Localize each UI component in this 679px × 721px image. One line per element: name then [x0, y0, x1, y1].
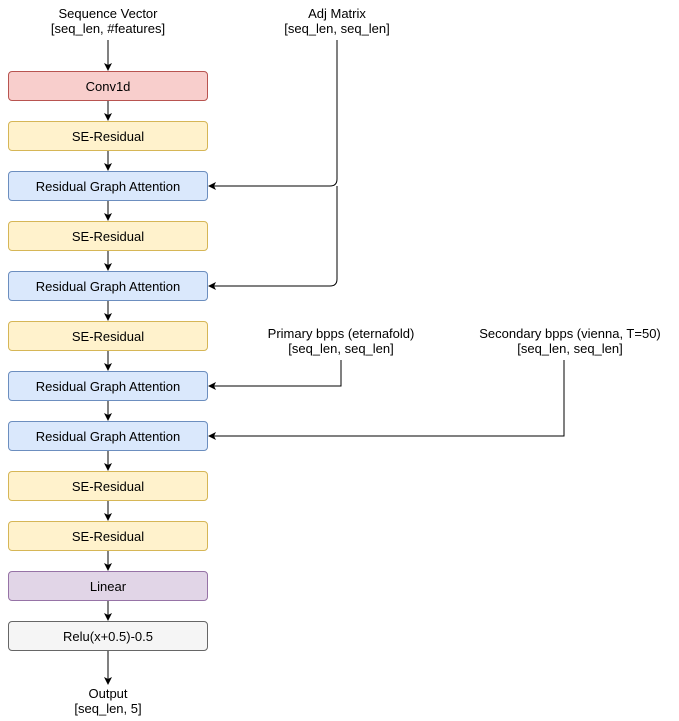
se-residual-block-4: SE-Residual	[8, 471, 208, 501]
relu-shift-block: Relu(x+0.5)-0.5	[8, 621, 208, 651]
adj-matrix-label: Adj Matrix [seq_len, seq_len]	[284, 6, 390, 36]
sequence-vector-name: Sequence Vector	[58, 6, 158, 21]
se-residual-block-2: SE-Residual	[8, 221, 208, 251]
adj-matrix-name: Adj Matrix	[308, 6, 366, 21]
edge-primary-bpps-to-graph-attention-3	[208, 360, 342, 390]
conv1d-block: Conv1d	[8, 71, 208, 101]
edges	[104, 40, 565, 685]
residual-graph-attention-block-3: Residual Graph Attention	[8, 371, 208, 401]
sequence-vector-label: Sequence Vector [seq_len, #features]	[51, 6, 165, 36]
secondary-bpps-name: Secondary bpps (vienna, T=50)	[479, 326, 661, 341]
sequence-vector-shape: [seq_len, #features]	[50, 21, 166, 36]
primary-bpps-shape: [seq_len, seq_len]	[288, 341, 394, 356]
output-name: Output	[88, 686, 128, 701]
primary-bpps-name: Primary bpps (eternafold)	[267, 326, 415, 341]
edge-secondary-bpps-to-graph-attention-4	[208, 360, 565, 440]
se-residual-block-1: SE-Residual	[8, 121, 208, 151]
primary-bpps-label: Primary bpps (eternafold) [seq_len, seq_…	[268, 326, 415, 356]
edge-adj-to-graph-attention-1	[208, 40, 338, 190]
adj-matrix-shape: [seq_len, seq_len]	[284, 21, 390, 36]
se-residual-block-3: SE-Residual	[8, 321, 208, 351]
residual-graph-attention-block-1: Residual Graph Attention	[8, 171, 208, 201]
residual-graph-attention-block-2: Residual Graph Attention	[8, 271, 208, 301]
secondary-bpps-shape: [seq_len, seq_len]	[517, 341, 623, 356]
se-residual-block-5: SE-Residual	[8, 521, 208, 551]
edge-adj-to-graph-attention-2	[208, 186, 338, 290]
secondary-bpps-label: Secondary bpps (vienna, T=50) [seq_len, …	[479, 326, 661, 356]
output-shape: [seq_len, 5]	[74, 701, 142, 716]
linear-block: Linear	[8, 571, 208, 601]
residual-graph-attention-block-4: Residual Graph Attention	[8, 421, 208, 451]
output-label: Output [seq_len, 5]	[74, 686, 141, 716]
